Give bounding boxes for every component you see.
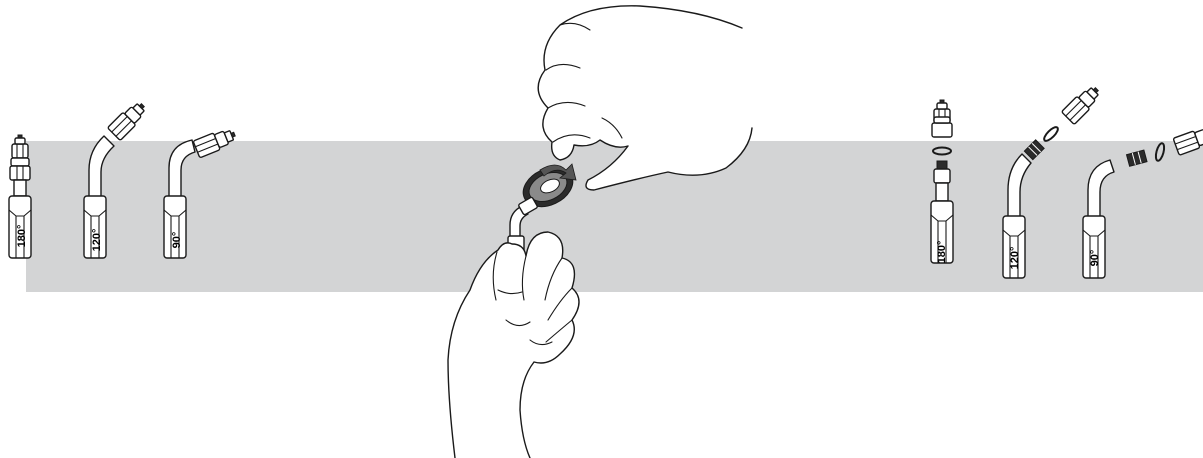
tip-label-90-right: 90° bbox=[1089, 250, 1101, 267]
tip-label-90-left: 90° bbox=[171, 232, 183, 249]
tip-label-120-left: 120° bbox=[91, 229, 103, 252]
tip-label-180-right: 180° bbox=[936, 241, 948, 264]
tip-label-180-left: 180° bbox=[16, 225, 28, 248]
tip-180-exploded bbox=[931, 100, 953, 263]
tip-label-120-right: 120° bbox=[1009, 247, 1021, 270]
